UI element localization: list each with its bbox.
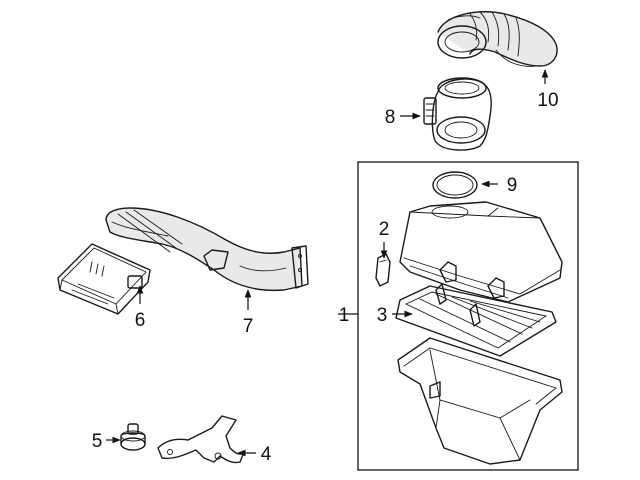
callout-3: 3 — [377, 305, 388, 326]
bracket-part — [157, 415, 245, 464]
callout-6: 6 — [135, 310, 146, 331]
air-filter-part — [395, 283, 557, 357]
seal-ring-part — [432, 171, 478, 199]
callout-4: 4 — [261, 444, 272, 465]
callout-10: 10 — [537, 90, 558, 111]
clip-part — [375, 253, 391, 287]
callout-7: 7 — [243, 316, 254, 337]
callout-8: 8 — [385, 107, 396, 128]
intake-hose-part — [437, 11, 558, 67]
inlet-resonator-part — [57, 243, 151, 315]
callout-2: 2 — [379, 219, 390, 240]
air-cleaner-lower-box-part — [397, 337, 563, 465]
callout-5: 5 — [92, 431, 103, 452]
assembly-outline — [357, 161, 579, 471]
mass-airflow-sensor-part — [423, 77, 492, 151]
callout-9: 9 — [507, 175, 518, 196]
grommet-part — [120, 423, 146, 451]
air-duct-part — [105, 207, 309, 292]
callout-1: 1 — [339, 305, 350, 326]
air-cleaner-cover-part — [399, 201, 563, 303]
